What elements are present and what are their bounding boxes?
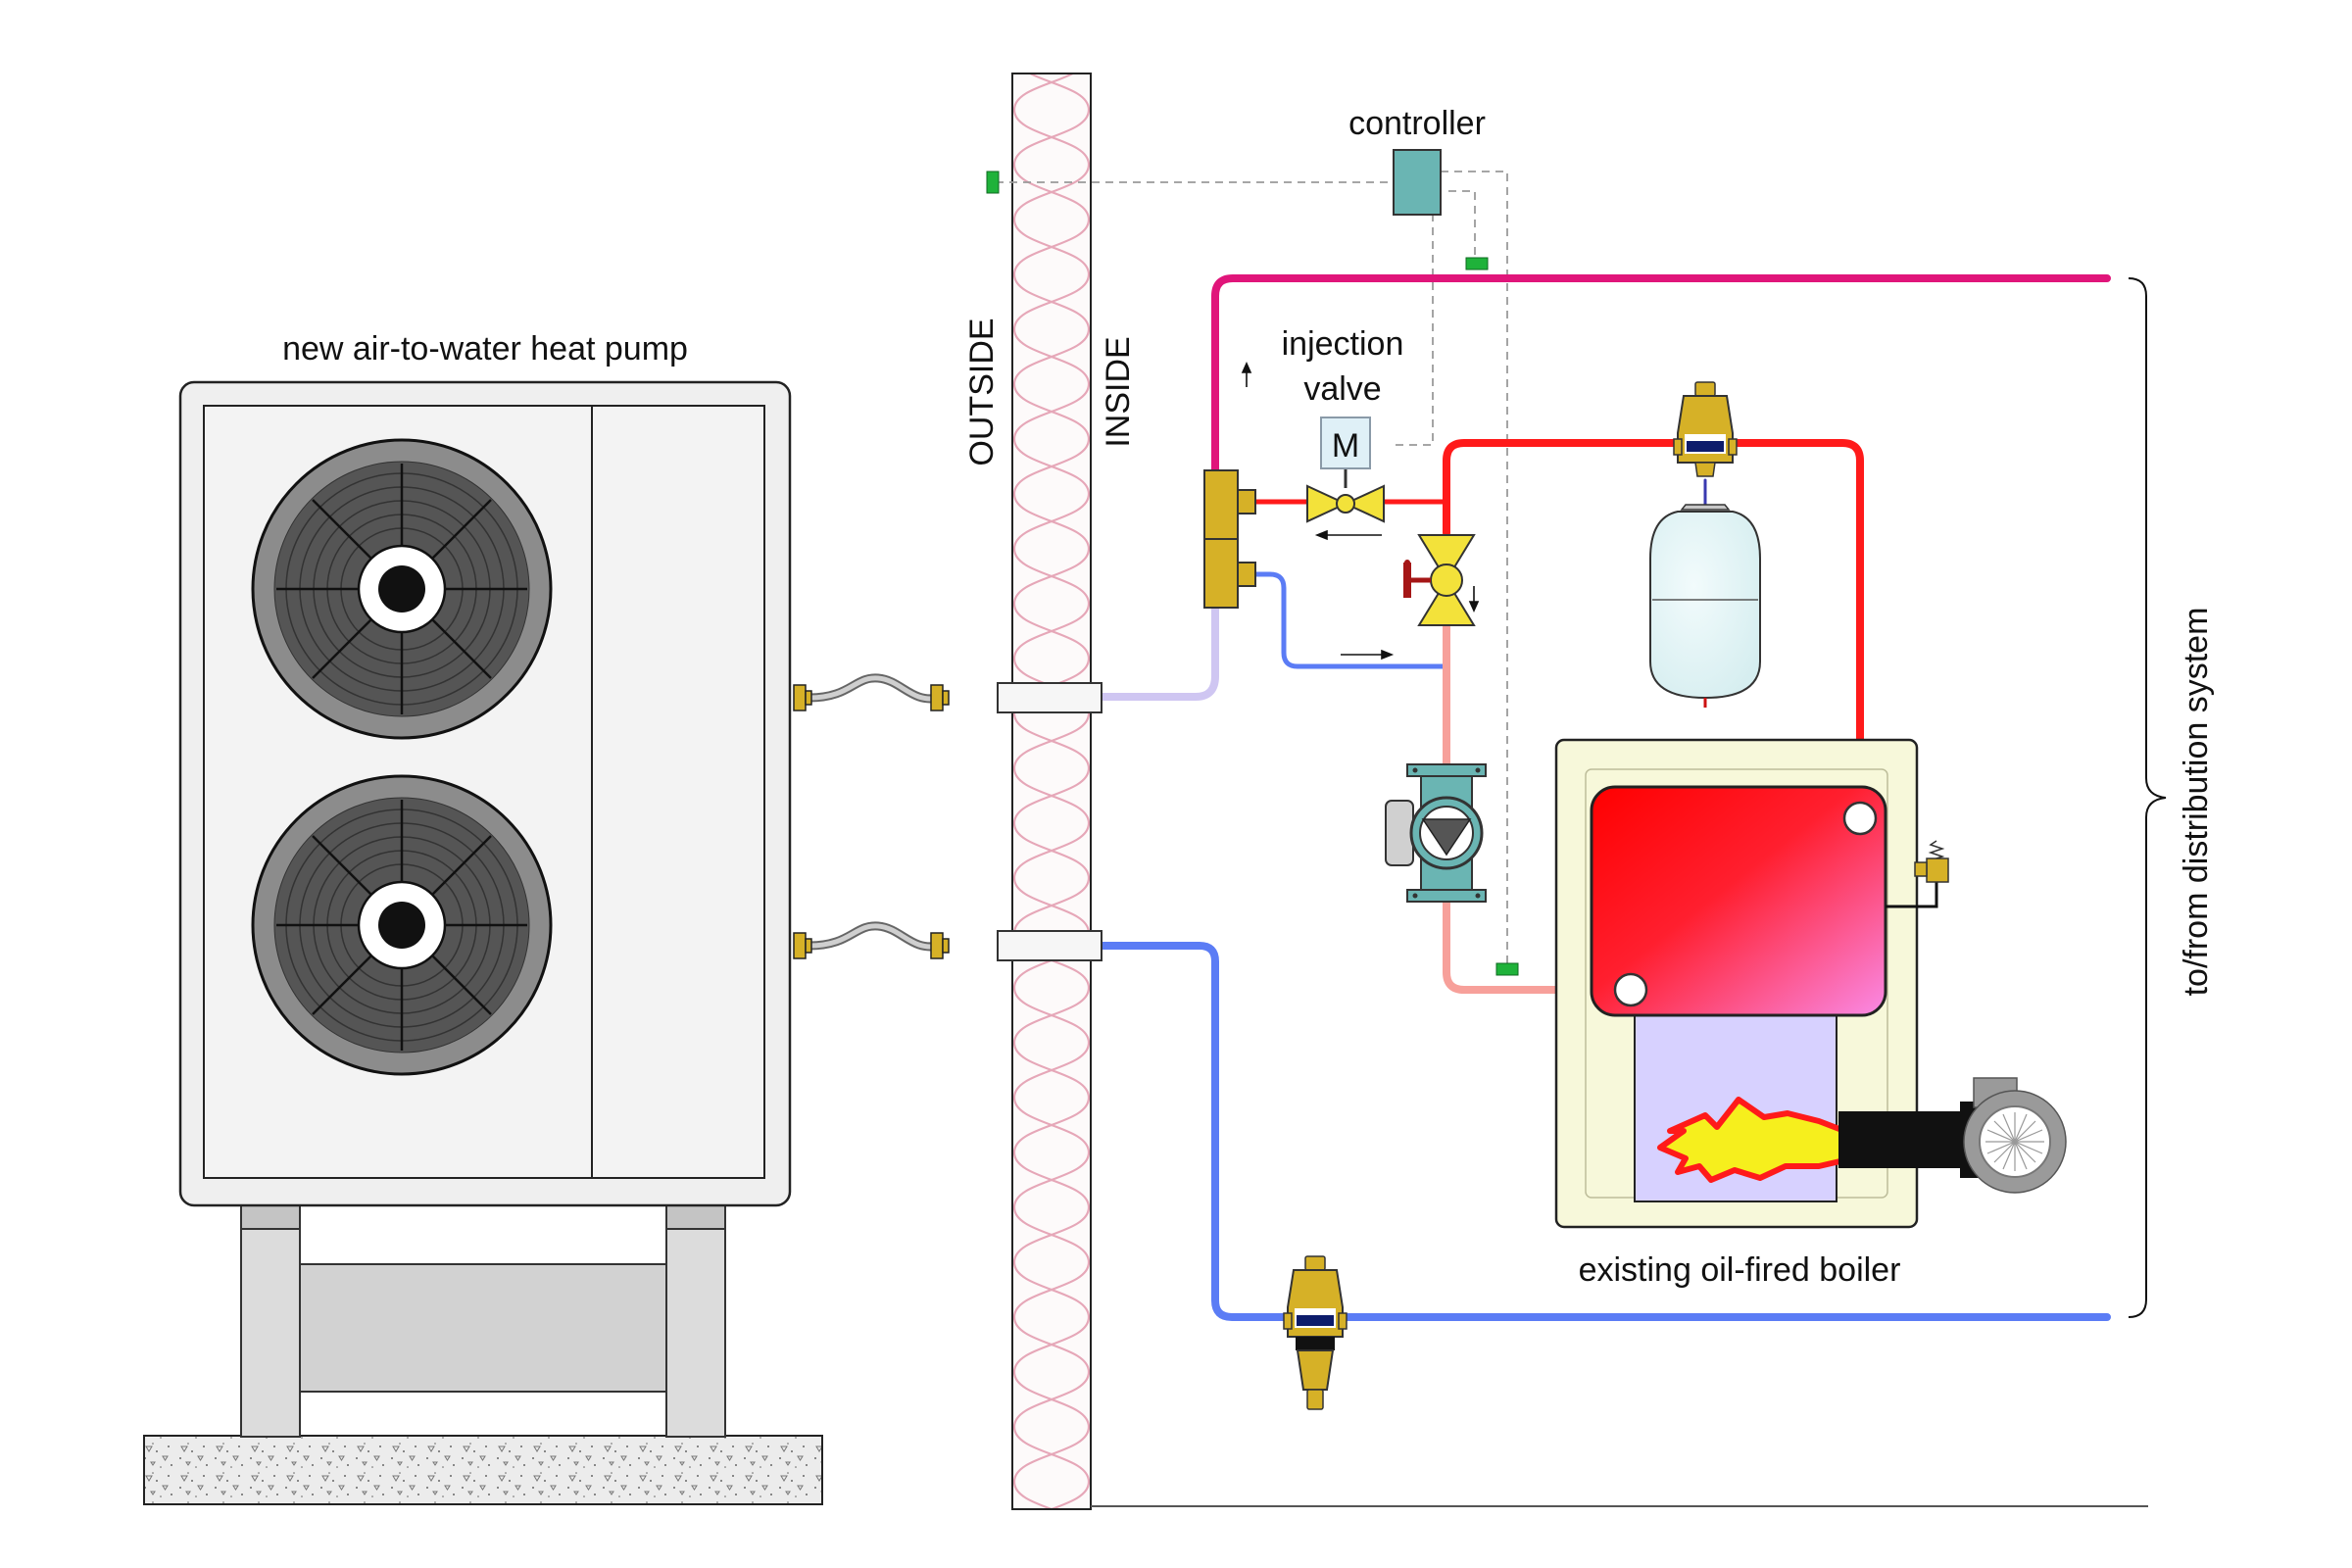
oil-fired-boiler	[1554, 738, 1919, 1229]
control-wiring	[996, 171, 1508, 965]
pressure-relief-valve-icon	[1886, 840, 1949, 908]
supply-temp-sensor	[1465, 257, 1489, 270]
balancing-valve	[1403, 534, 1476, 626]
heat-pump-supply-pipe	[1086, 604, 1219, 701]
boiler-label: existing oil-fired boiler	[1579, 1251, 1901, 1289]
expansion-tank	[1649, 511, 1761, 700]
motor-label: M	[1332, 427, 1359, 465]
heat-pump-label: new air-to-water heat pump	[282, 330, 688, 368]
boiler-supply-port	[1842, 801, 1878, 836]
injection-label-line1: injection	[1282, 325, 1404, 363]
inside-label: INSIDE	[1100, 336, 1137, 447]
flex-hose-lower	[793, 921, 950, 959]
boiler-return-pipe	[1443, 623, 1631, 994]
outdoor-temp-sensor	[986, 171, 1000, 194]
motor-actuator-icon	[1320, 416, 1371, 469]
circulator-pump-icon	[1385, 763, 1487, 903]
distribution-label: to/from distribution system	[2178, 608, 2215, 997]
outside-label: OUTSIDE	[963, 318, 1001, 466]
system-supply-pipe	[1211, 274, 2111, 474]
exterior-wall	[1011, 73, 1092, 1510]
bypass-return-pipe	[1250, 571, 1449, 669]
controller-label: controller	[1348, 105, 1486, 142]
boiler-return-sensor	[1495, 962, 1519, 976]
heat-pump-stand	[240, 1204, 726, 1438]
piping	[1086, 274, 2111, 1321]
boiler-return-port	[1613, 972, 1648, 1007]
injection-label-line2: valve	[1303, 370, 1381, 408]
concrete-pad	[143, 1435, 823, 1505]
injection-valve: M	[1306, 416, 1385, 523]
heat-pump-unit	[178, 380, 792, 1207]
wall-sleeve-lower	[997, 930, 1102, 961]
air-dirt-separator	[1283, 1255, 1348, 1410]
oil-burner-icon	[1838, 1077, 2067, 1194]
controller-box	[1393, 149, 1442, 216]
fan-icon	[251, 438, 553, 740]
flex-hose-upper	[793, 673, 950, 711]
distribution-bracket	[2128, 277, 2167, 1318]
closely-spaced-tees	[1203, 469, 1256, 609]
flow-arrows	[1241, 362, 1480, 661]
fan-icon	[251, 774, 553, 1076]
system-return-pipe	[1086, 942, 2111, 1321]
boiler-heat-exchanger	[1590, 785, 1887, 1017]
wall-sleeve-upper	[997, 682, 1102, 713]
boiler-supply-pipe	[1443, 439, 1864, 822]
air-vent-icon	[1673, 381, 1738, 477]
